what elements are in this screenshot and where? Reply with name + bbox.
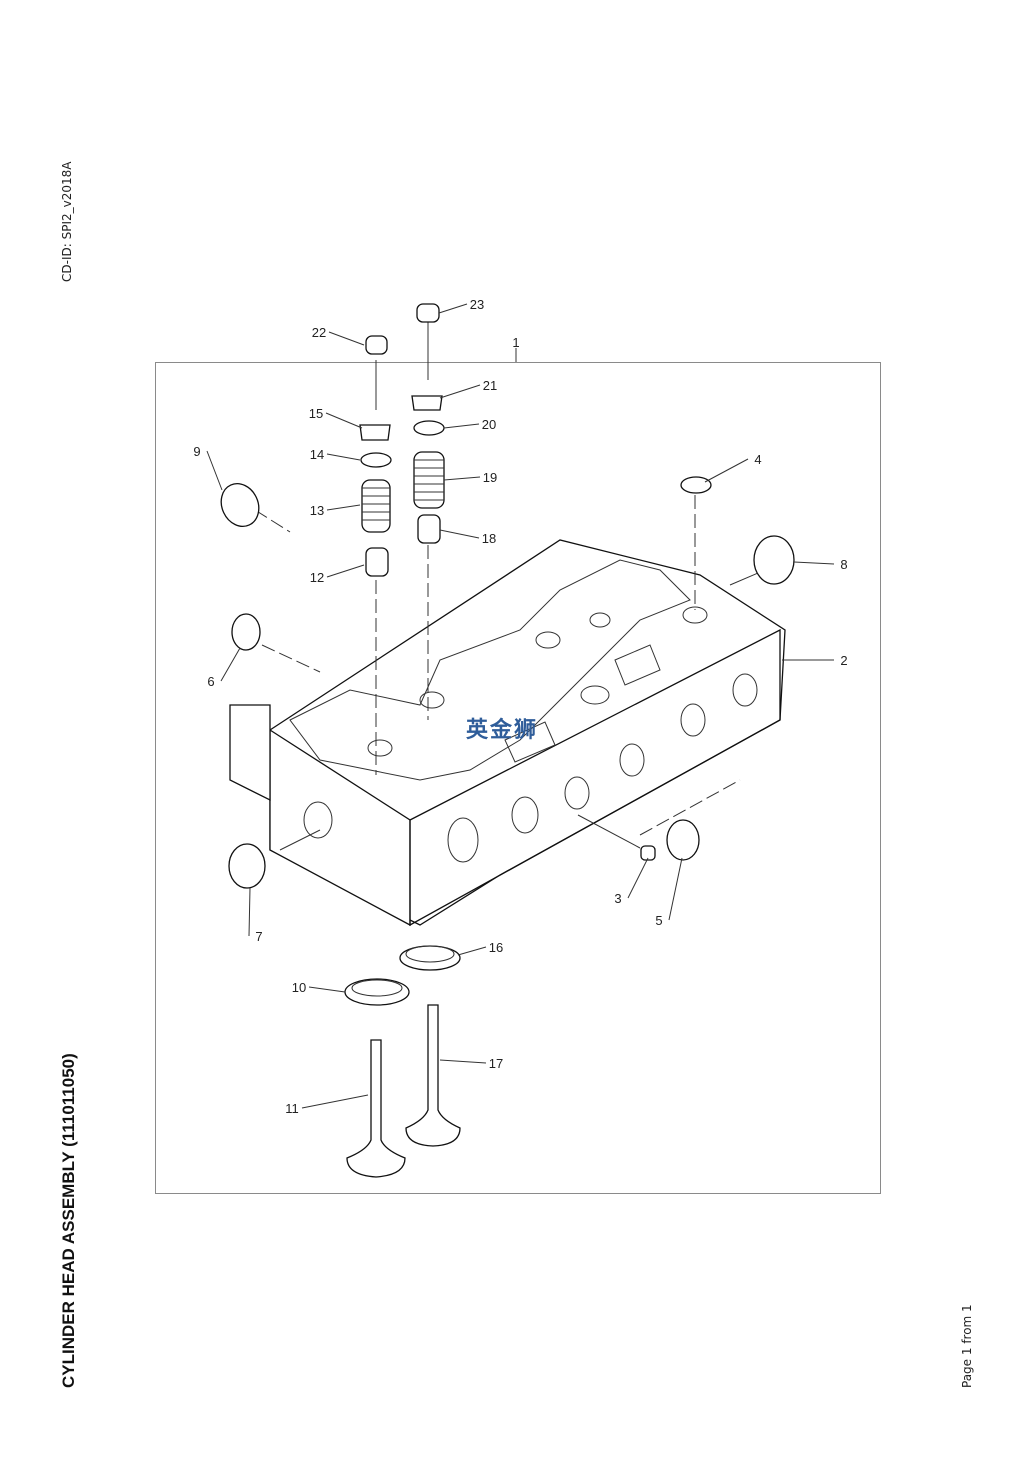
valve-spring-19 <box>413 451 445 509</box>
valve-seat-10 <box>344 978 410 1006</box>
valve-seat-16 <box>399 945 461 971</box>
plug-3 <box>640 845 656 861</box>
callout-1: 1 <box>512 335 519 350</box>
callout-3: 3 <box>614 891 621 906</box>
callout-20: 20 <box>482 417 496 432</box>
callout-leader-line <box>248 887 251 937</box>
callout-leader-line <box>627 857 649 899</box>
callout-leader-line <box>439 529 480 539</box>
watermark: 英金狮 <box>466 718 539 743</box>
callout-leader-line <box>326 564 365 578</box>
callout-11: 11 <box>285 1101 299 1116</box>
callout-19: 19 <box>483 470 497 485</box>
valve-cap-23 <box>416 303 440 323</box>
callout-leader-line <box>301 1094 369 1109</box>
callout-5: 5 <box>655 913 662 928</box>
callout-18: 18 <box>482 531 496 546</box>
callout-leader-line <box>206 450 223 491</box>
callout-leader-line <box>457 946 487 956</box>
callout-leader-line <box>443 476 481 481</box>
callout-leader-line <box>220 647 241 682</box>
callout-6: 6 <box>207 674 214 689</box>
callout-leader-line <box>308 986 346 993</box>
callout-leader-line <box>326 504 361 511</box>
callout-9: 9 <box>193 444 200 459</box>
callout-16: 16 <box>489 940 503 955</box>
valve-seal-12 <box>365 547 389 577</box>
callout-leader-line <box>326 453 361 461</box>
callout-17: 17 <box>489 1056 503 1071</box>
diagram-frame <box>155 362 881 1194</box>
plug-8 <box>753 535 795 585</box>
callout-13: 13 <box>310 503 324 518</box>
callout-leader-line <box>668 857 683 921</box>
callout-leader-line <box>439 384 481 399</box>
callout-leader-line <box>325 412 363 429</box>
valve-11 <box>346 1039 406 1178</box>
callout-7: 7 <box>255 929 262 944</box>
callout-leader-line <box>438 303 468 314</box>
collet-21 <box>411 395 443 411</box>
valve-cap-22 <box>365 335 388 355</box>
collet-15 <box>359 424 391 441</box>
valve-spring-13 <box>361 479 391 533</box>
valve-17 <box>405 1004 461 1147</box>
callout-leader-line <box>328 331 365 346</box>
callout-leader-line <box>439 1059 487 1064</box>
callout-21: 21 <box>483 378 497 393</box>
callout-leader-line <box>704 458 749 483</box>
callout-14: 14 <box>310 447 324 462</box>
callout-22: 22 <box>312 325 326 340</box>
callout-2: 2 <box>840 653 847 668</box>
plug-4 <box>680 476 712 494</box>
plug-6 <box>231 613 261 651</box>
plug-9 <box>220 483 260 527</box>
callout-15: 15 <box>309 406 323 421</box>
callout-23: 23 <box>470 297 484 312</box>
valve-seal-18 <box>417 514 441 544</box>
callout-10: 10 <box>292 980 306 995</box>
spring-retainer-14 <box>360 452 392 468</box>
callout-4: 4 <box>754 452 761 467</box>
callout-leader-line <box>793 561 835 565</box>
callout-leader-line <box>443 423 480 429</box>
callout-12: 12 <box>310 570 324 585</box>
cup-plug-5 <box>666 819 700 861</box>
cylinder-head-part <box>229 539 786 927</box>
spring-retainer-20 <box>413 420 445 436</box>
callout-8: 8 <box>840 557 847 572</box>
cup-plug-7 <box>228 843 266 889</box>
